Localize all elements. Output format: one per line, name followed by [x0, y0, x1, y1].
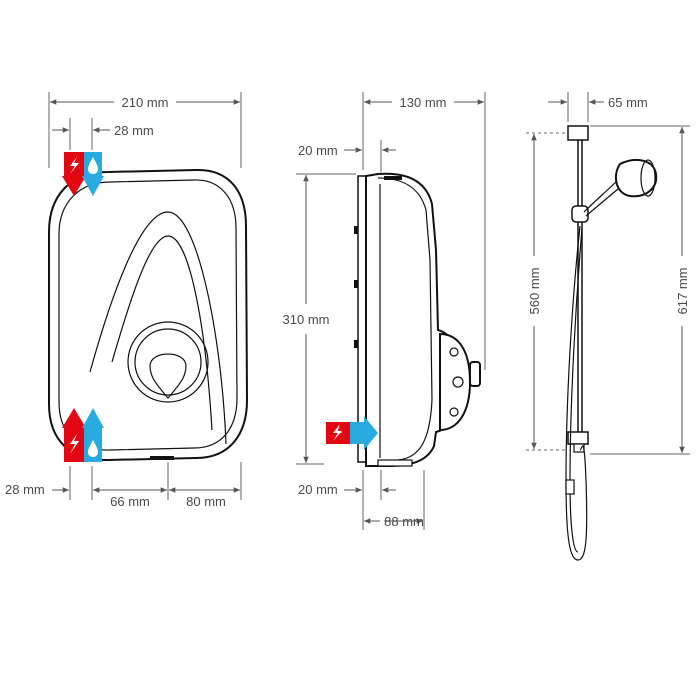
shower-hose [565, 225, 588, 561]
control-knob-outer [127, 321, 209, 403]
side-inlet [326, 416, 378, 450]
front-dimensions: 210 mm 28 mm 28 mm 66 mm 80 mm [5, 92, 242, 509]
front-inlet-top [62, 152, 104, 196]
front-span-2-label: 80 mm [186, 494, 226, 509]
water-drop-icon [88, 157, 98, 174]
front-sweep-inner [111, 235, 213, 431]
riser-offset-label: 65 mm [608, 95, 648, 110]
front-width-label: 210 mm [122, 95, 169, 110]
front-inlet-bottom [62, 408, 104, 462]
electric-bolt-icon [70, 157, 79, 174]
side-top-offset-label: 20 mm [298, 143, 338, 158]
rail-slider [571, 205, 589, 223]
arrow-up-icon [82, 408, 104, 428]
front-casing [48, 168, 249, 462]
front-view [48, 168, 249, 462]
side-bottom-offset-label: 20 mm [298, 482, 338, 497]
electric-bolt-icon [70, 434, 79, 454]
front-bottom-tab [150, 456, 174, 460]
arrow-down-icon [62, 176, 86, 196]
side-view [354, 172, 481, 467]
side-height-label: 310 mm [283, 312, 330, 327]
rail-top-bracket [567, 125, 589, 141]
side-depth-label: 130 mm [400, 95, 447, 110]
water-drop-icon [88, 440, 98, 457]
arrow-up-icon [62, 408, 86, 428]
side-knob-cap [469, 361, 481, 387]
riser-dimensions: 65 mm 560 mm 617 mm [526, 92, 690, 455]
front-inlet-offset-top-label: 28 mm [114, 123, 154, 138]
arrow-down-icon [82, 176, 104, 196]
side-dimensions: 130 mm 20 mm 310 mm 20 mm 88 mm [283, 92, 486, 530]
riser-total-height-label: 617 mm [675, 268, 690, 315]
control-knob-ring [134, 328, 202, 396]
side-inlet-depth-label: 88 mm [384, 514, 424, 529]
riser-rail [565, 125, 658, 561]
front-inner-panel [58, 179, 238, 451]
shower-head-icon [614, 158, 658, 198]
front-span-1-label: 66 mm [110, 494, 150, 509]
front-inlet-offset-bottom-label: 28 mm [5, 482, 45, 497]
riser-rail-length-label: 560 mm [527, 268, 542, 315]
front-sweep-line [89, 211, 227, 445]
arrow-right-icon [364, 416, 378, 450]
control-knob-pointer [149, 353, 187, 399]
electric-inlet-bottom [64, 428, 84, 462]
side-front-edge [377, 177, 433, 461]
